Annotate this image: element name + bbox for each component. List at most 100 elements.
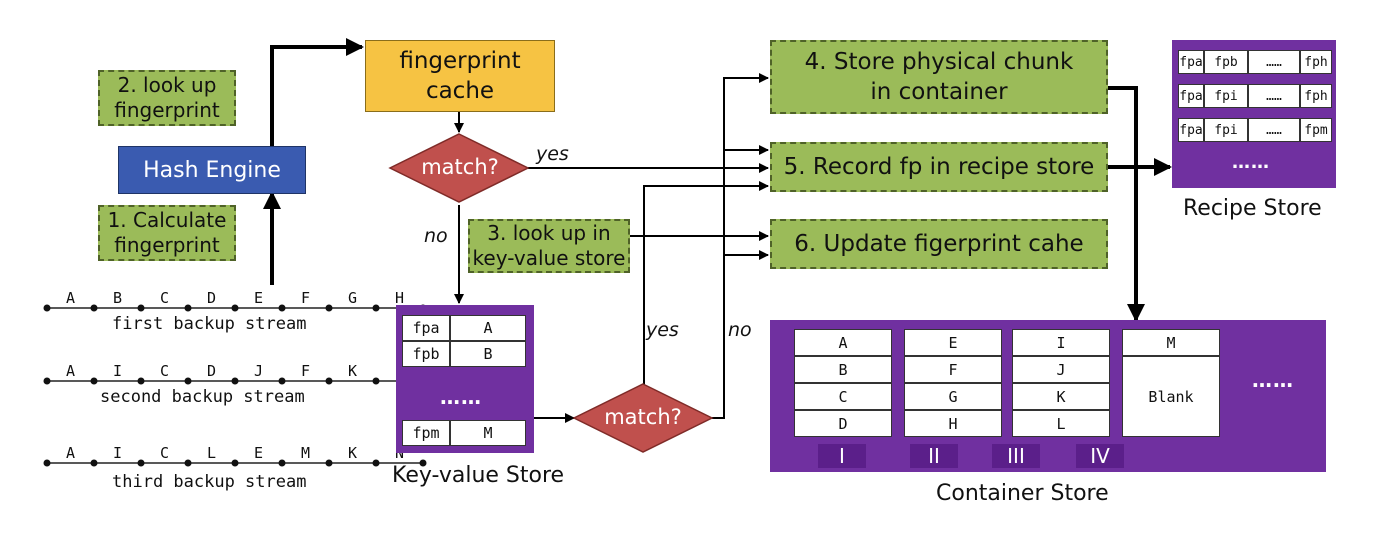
stream-chunk-letter: J — [253, 362, 264, 380]
calculate-fingerprint-note: 1. Calculate fingerprint — [98, 205, 236, 261]
recipe-cell: fph — [1300, 84, 1332, 108]
no-label-2: no — [728, 319, 752, 341]
stream-dot — [90, 459, 98, 467]
match-label-1: match? — [421, 155, 499, 179]
container-id-label: IV — [1076, 444, 1124, 468]
stream-chunk-letter: A — [65, 289, 76, 307]
stream-chunk-letter: K — [347, 362, 358, 380]
stream-dot — [90, 304, 98, 312]
container-chunk: B — [794, 356, 892, 383]
container-id-label: III — [992, 444, 1040, 468]
look-up-fingerprint-text: 2. look up fingerprint — [114, 73, 220, 122]
stream-dot — [372, 377, 380, 385]
look-up-fingerprint-note: 2. look up fingerprint — [98, 70, 236, 126]
store-chunk-text: 4. Store physical chunk in container — [804, 49, 1074, 105]
arrow-match2-yes — [643, 181, 769, 385]
recipe-cell: fpi — [1204, 84, 1248, 108]
container-chunk: G — [904, 383, 1002, 410]
container-chunk: D — [794, 410, 892, 437]
stream-dot — [278, 459, 286, 467]
look-up-kv-note: 3. look up in key-value store — [468, 219, 630, 273]
stream-chunk-letter: I — [112, 362, 123, 380]
stream-chunk-letter: E — [253, 289, 264, 307]
hash-engine-box: Hash Engine — [118, 146, 306, 194]
stream-chunk-letter: C — [159, 289, 170, 307]
stream-dot — [184, 304, 192, 312]
kv-ellipsis: …… — [440, 385, 482, 409]
container-chunk: K — [1012, 383, 1110, 410]
recipe-cell: fpa — [1178, 84, 1204, 108]
container-blank: Blank — [1122, 356, 1220, 437]
recipe-cell: fpa — [1178, 118, 1204, 142]
stream-chunk-letter: F — [300, 289, 311, 307]
calculate-fingerprint-text: 1. Calculate fingerprint — [107, 208, 227, 257]
stream-dot — [43, 377, 51, 385]
stream-chunk-letter: K — [347, 444, 358, 462]
container-chunk: H — [904, 410, 1002, 437]
stream-label-2: second backup stream — [100, 387, 305, 407]
container-store-title: Container Store — [936, 481, 1109, 506]
container-id-label: I — [818, 444, 866, 468]
recipe-store-title: Recipe Store — [1183, 196, 1322, 221]
recipe-cell: …… — [1248, 84, 1300, 108]
arrow-hash-to-cache — [270, 38, 364, 148]
stream-chunk-letter: I — [112, 444, 123, 462]
stream-dot — [90, 377, 98, 385]
look-up-kv-text: 3. look up in key-value store — [472, 221, 626, 270]
stream-dot — [325, 304, 333, 312]
stream-dot — [372, 304, 380, 312]
arrow-match2-no — [712, 73, 769, 419]
kv-value: M — [450, 420, 526, 446]
stream-chunk-letter: G — [347, 289, 358, 307]
kv-value: B — [450, 341, 526, 367]
arrow-chunk-to-container — [1108, 86, 1145, 322]
container-chunk: L — [1012, 410, 1110, 437]
container-chunk: I — [1012, 329, 1110, 356]
fingerprint-cache-box: fingerprint cache — [365, 40, 555, 112]
stream-chunk-letter: D — [206, 289, 217, 307]
stream-dot — [231, 459, 239, 467]
container-ellipsis: …… — [1252, 368, 1294, 392]
no-label-1: no — [424, 225, 448, 247]
stream-chunk-letter: C — [159, 362, 170, 380]
stream-dot — [325, 377, 333, 385]
container-chunk: E — [904, 329, 1002, 356]
stream-chunk-letter: L — [206, 444, 217, 462]
container-chunk: J — [1012, 356, 1110, 383]
recipe-cell: …… — [1248, 118, 1300, 142]
yes-label-2: yes — [646, 319, 679, 341]
container-id-label: II — [910, 444, 958, 468]
kv-key: fpm — [402, 420, 450, 446]
stream-chunk-letter: F — [300, 362, 311, 380]
kv-value: A — [450, 315, 526, 341]
stream-dot — [231, 304, 239, 312]
stream-dot — [184, 459, 192, 467]
stream-label-3: third backup stream — [112, 472, 307, 492]
recipe-cell: fpa — [1178, 50, 1204, 74]
stream-dot — [137, 304, 145, 312]
recipe-cell: …… — [1248, 50, 1300, 74]
stream-chunk-letter: M — [300, 444, 311, 462]
stream-dot — [231, 377, 239, 385]
container-chunk: A — [794, 329, 892, 356]
stream-dot — [137, 377, 145, 385]
recipe-ellipsis: …… — [1232, 152, 1270, 173]
kv-key: fpb — [402, 341, 450, 367]
container-chunk: M — [1122, 329, 1220, 356]
recipe-cell: fph — [1300, 50, 1332, 74]
update-cache-step: 6. Update figerprint cahe — [770, 219, 1108, 269]
match-diamond-2 — [572, 383, 714, 453]
record-fp-text: 5. Record fp in recipe store — [783, 154, 1095, 180]
container-chunk: C — [794, 383, 892, 410]
stream-chunk-letter: A — [65, 444, 76, 462]
stream-dot — [43, 459, 51, 467]
backup-streams — [43, 304, 427, 467]
stream-chunk-letter: D — [206, 362, 217, 380]
stream-dot — [419, 459, 427, 467]
stream-dot — [184, 377, 192, 385]
stream-chunk-letter: B — [112, 289, 123, 307]
update-cache-text: 6. Update figerprint cahe — [794, 231, 1084, 257]
stream-dot — [325, 459, 333, 467]
